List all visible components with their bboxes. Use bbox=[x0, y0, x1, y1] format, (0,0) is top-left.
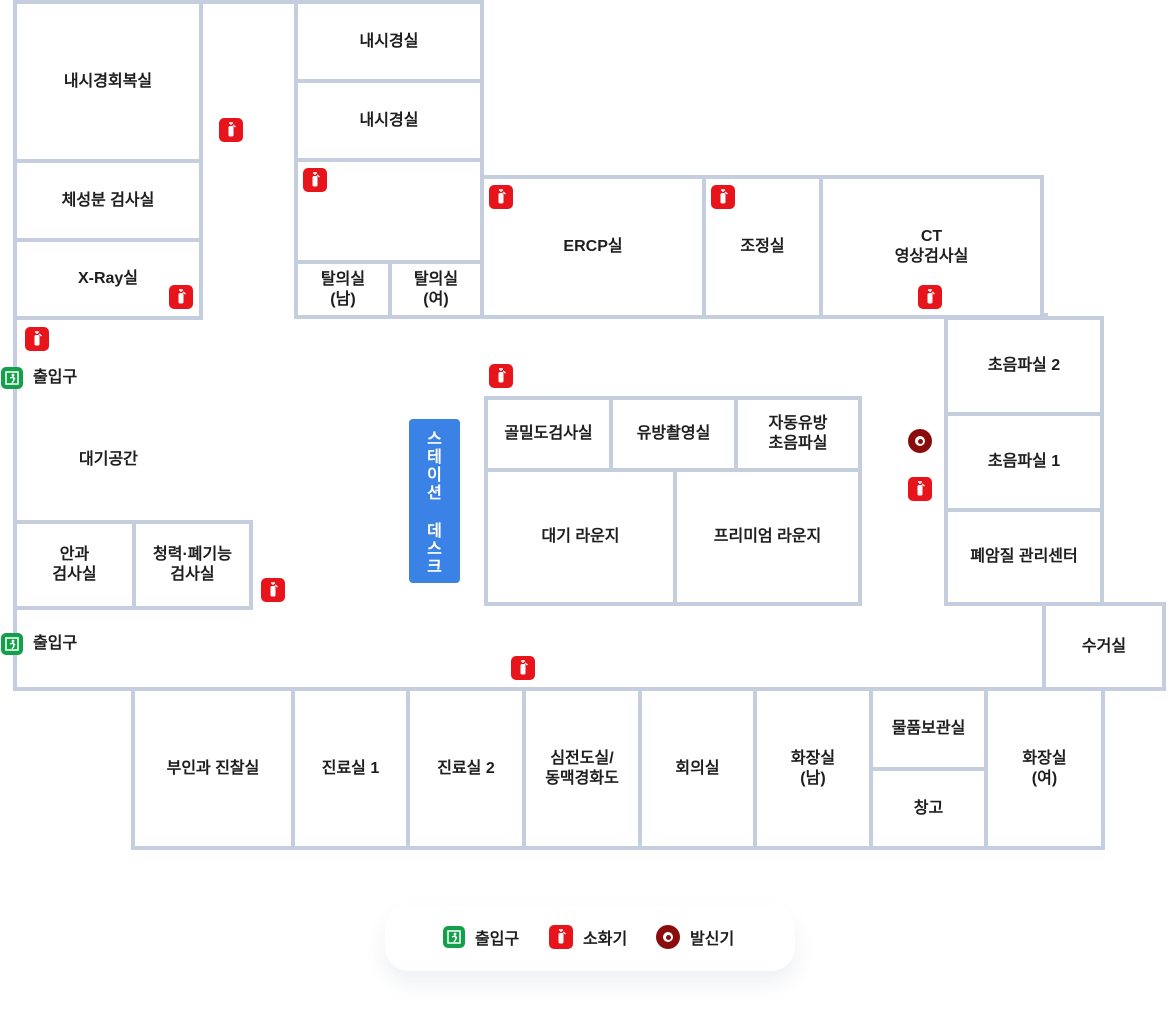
room-label: 조정실 bbox=[740, 238, 785, 255]
fire-extinguisher-icon bbox=[261, 578, 285, 602]
emergency-exit-icon bbox=[443, 926, 465, 948]
room-exam-2[interactable]: 진료실 2 bbox=[406, 687, 526, 850]
station-char: 션 bbox=[427, 485, 442, 502]
fire-extinguisher-icon bbox=[25, 327, 49, 351]
room-label: 안과 검사실 bbox=[52, 546, 97, 583]
fire-extinguisher-icon bbox=[908, 477, 932, 501]
emergency-exit-icon bbox=[1, 367, 23, 389]
room-restroom-male[interactable]: 화장실 (남) bbox=[753, 687, 873, 850]
left-corridor-column bbox=[198, 0, 298, 317]
room-meeting[interactable]: 회의실 bbox=[638, 687, 757, 850]
room-label: 수거실 bbox=[1081, 637, 1127, 655]
legend-alarm-label: 발신기 bbox=[690, 931, 735, 948]
room-label: 심전도실/ 동맥경화도 bbox=[545, 749, 619, 787]
room-bone-density[interactable]: 골밀도검사실 bbox=[484, 396, 613, 472]
legend-exit-label: 출입구 bbox=[475, 931, 520, 948]
room-label: 내시경회복실 bbox=[63, 72, 153, 90]
room-premium-lounge[interactable]: 프리미엄 라운지 bbox=[673, 468, 862, 606]
station-char: 스 bbox=[427, 431, 442, 448]
room-xray[interactable]: X-Ray실 bbox=[13, 238, 203, 320]
fire-extinguisher-icon bbox=[303, 168, 327, 192]
room-endoscopy-recovery[interactable]: 내시경회복실 bbox=[13, 0, 203, 163]
room-label: 자동유방 초음파실 bbox=[768, 415, 828, 452]
room-label: CT 영상검사실 bbox=[894, 228, 969, 265]
room-changing-female[interactable]: 탈의실 (여) bbox=[388, 260, 484, 319]
legend-extinguisher: 소화기 bbox=[549, 925, 627, 949]
legend-alarm: 발신기 bbox=[656, 925, 734, 949]
room-label: 체성분 검사실 bbox=[61, 191, 155, 209]
room-label: 회의실 bbox=[675, 759, 720, 777]
room-label: 탈의실 (여) bbox=[413, 270, 459, 308]
room-hearing-lung[interactable]: 청력·폐기능 검사실 bbox=[132, 520, 253, 610]
room-label: 진료실 2 bbox=[437, 759, 495, 777]
room-label: 화장실 (여) bbox=[1022, 749, 1067, 787]
room-restroom-female[interactable]: 화장실 (여) bbox=[984, 687, 1105, 850]
room-body-composition[interactable]: 체성분 검사실 bbox=[13, 159, 203, 242]
room-label: 창고 bbox=[913, 799, 944, 817]
emergency-exit-icon bbox=[1, 633, 23, 655]
station-char: 크 bbox=[427, 559, 442, 576]
room-label: 대기 라운지 bbox=[541, 528, 620, 545]
fire-extinguisher-icon bbox=[918, 285, 942, 309]
entrance-label-top: 출입구 bbox=[33, 369, 78, 386]
room-endoscopy-1[interactable]: 내시경실 bbox=[294, 0, 484, 83]
room-mammography[interactable]: 유방촬영실 bbox=[609, 396, 738, 472]
entrance-label-bottom: 출입구 bbox=[33, 635, 78, 652]
room-label: 내시경실 bbox=[359, 111, 419, 129]
room-waiting-lounge[interactable]: 대기 라운지 bbox=[484, 468, 677, 606]
room-label: 초음파실 2 bbox=[987, 357, 1061, 374]
room-storage-items[interactable]: 물품보관실 bbox=[869, 687, 988, 771]
room-label: 골밀도검사실 bbox=[504, 425, 593, 442]
station-char: 스 bbox=[427, 541, 442, 558]
room-auto-breast-ultrasound[interactable]: 자동유방 초음파실 bbox=[734, 396, 862, 472]
room-ultrasound-1[interactable]: 초음파실 1 bbox=[944, 412, 1104, 512]
room-label: 초음파실 1 bbox=[987, 453, 1061, 470]
waiting-space-label: 대기공간 bbox=[79, 451, 138, 468]
room-label: 내시경실 bbox=[359, 32, 419, 50]
room-ultrasound-2[interactable]: 초음파실 2 bbox=[944, 316, 1104, 416]
room-label: 폐암질 관리센터 bbox=[970, 548, 1078, 565]
fire-extinguisher-icon bbox=[489, 185, 513, 209]
fire-extinguisher-icon bbox=[511, 656, 535, 680]
room-label: 탈의실 (남) bbox=[320, 270, 366, 308]
room-label: 유방촬영실 bbox=[636, 425, 711, 442]
station-desk[interactable]: 스 테 이 션 데 스 크 bbox=[409, 419, 460, 583]
legend-extinguisher-label: 소화기 bbox=[583, 931, 628, 948]
fire-extinguisher-icon bbox=[549, 925, 573, 949]
room-label: 청력·폐기능 검사실 bbox=[153, 546, 232, 583]
fire-extinguisher-icon bbox=[711, 185, 735, 209]
room-label: 화장실 (남) bbox=[790, 749, 836, 787]
room-collection[interactable]: 수거실 bbox=[1042, 602, 1166, 691]
fire-alarm-icon bbox=[656, 925, 680, 949]
fire-extinguisher-icon bbox=[169, 285, 193, 309]
legend-exit: 출입구 bbox=[443, 925, 519, 949]
room-label: 부인과 진찰실 bbox=[166, 759, 260, 777]
room-gynecology[interactable]: 부인과 진찰실 bbox=[131, 687, 295, 850]
room-ercp[interactable]: ERCP실 bbox=[480, 175, 706, 319]
fire-extinguisher-icon bbox=[489, 364, 513, 388]
room-ct[interactable]: CT 영상검사실 bbox=[819, 175, 1044, 319]
room-label: 프리미엄 라운지 bbox=[713, 528, 822, 545]
fire-extinguisher-icon bbox=[219, 118, 243, 142]
room-warehouse[interactable]: 창고 bbox=[869, 767, 988, 850]
room-label: ERCP실 bbox=[563, 238, 623, 255]
station-char: 데 bbox=[427, 523, 442, 540]
room-ecg[interactable]: 심전도실/ 동맥경화도 bbox=[522, 687, 642, 850]
room-label: 물품보관실 bbox=[891, 720, 966, 737]
station-char: 테 bbox=[427, 449, 442, 466]
room-ophthalmology[interactable]: 안과 검사실 bbox=[13, 520, 136, 610]
room-exam-1[interactable]: 진료실 1 bbox=[291, 687, 410, 850]
station-char: 이 bbox=[427, 467, 442, 484]
room-lung-cancer-center[interactable]: 폐암질 관리센터 bbox=[944, 508, 1104, 606]
room-endoscopy-2[interactable]: 내시경실 bbox=[294, 79, 484, 162]
room-label: X-Ray실 bbox=[77, 270, 139, 287]
room-changing-male[interactable]: 탈의실 (남) bbox=[294, 260, 392, 319]
fire-alarm-icon bbox=[908, 429, 932, 453]
room-label: 진료실 1 bbox=[321, 759, 380, 777]
